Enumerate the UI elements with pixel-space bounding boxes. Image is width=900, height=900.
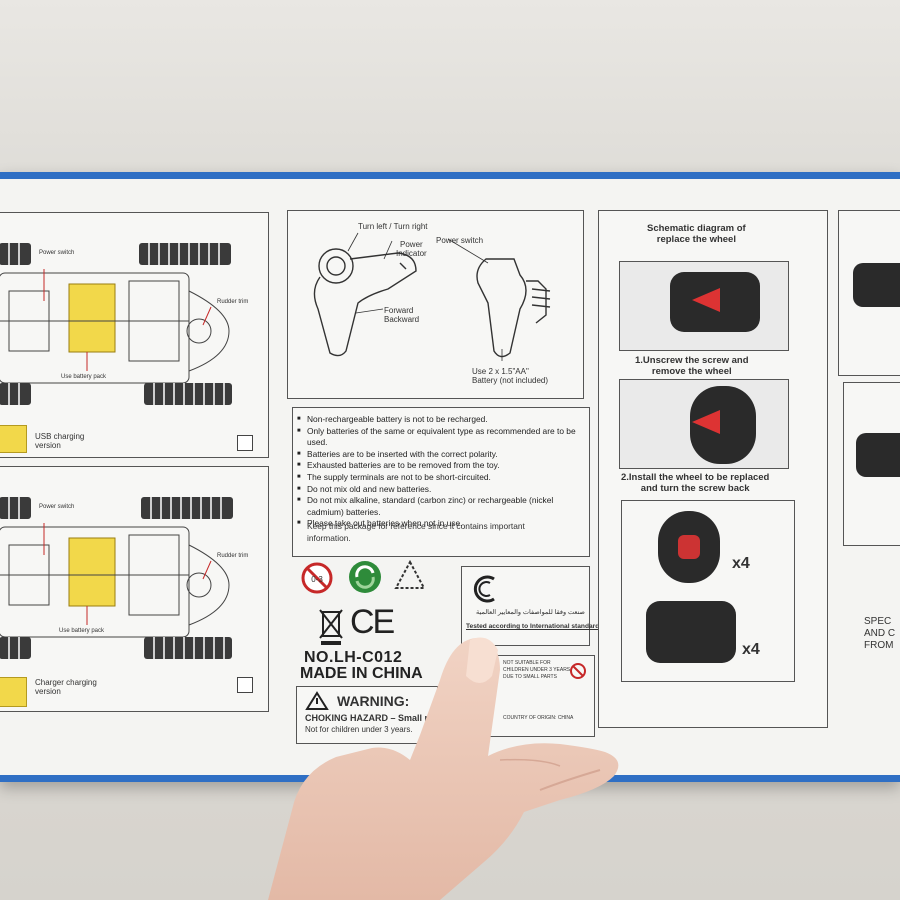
rc-car-chassis-drawing [0,497,233,659]
power-indicator-label: Power Indicator [396,240,427,259]
usb-version-checkbox [237,435,253,451]
charger-version-checkbox [237,677,253,693]
car-diagram-charger-panel: Power switch Rudder trim Use battery pac… [0,466,269,712]
right-partial-panel-top [838,210,900,376]
standards-badge: صنعت وفقا للمواصفات والمعايير العالمية T… [461,566,603,646]
track-wheel-image [853,263,900,307]
keep-package-note: Keep this package for reference since it… [307,521,525,543]
standards-arabic-text: صنعت وفقا للمواصفات والمعايير العالمية [476,609,585,616]
weee-bin-icon [319,609,343,645]
turn-label: Turn left / Turn right [358,222,428,231]
warning-line: Not for children under 3 years. [305,725,413,734]
notice-line: DUE TO SMALL PARTS [503,674,557,680]
power-switch-label: Power switch [39,250,75,256]
usb-battery-illustration [0,425,27,453]
recycle-icon [394,559,426,589]
track-wheel-image [856,433,900,477]
warning-item: Do not mix alkaline, standard (carbon zi… [297,495,583,518]
rc-car-chassis-drawing [0,243,232,405]
tested-standards-text: Tested according to International standa… [466,623,603,630]
spec-partial-text: SPEC AND C FROM [864,616,896,651]
warning-item: Exhausted batteries are to be removed fr… [297,460,583,472]
age-restriction-icon: 0-3 [301,562,333,594]
tire-quantity: x4 [732,555,750,572]
battery-pack-label: Use battery pack [59,628,105,634]
remote-controller-drawing [313,232,551,361]
battery-pack-label: Use battery pack [61,374,107,380]
age-label: 0-3 [311,575,323,584]
notice-line: NOT SUITABLE FOR [503,660,551,666]
battery-requirement-label: Use 2 x 1.5"AA" Battery (not included) [472,367,549,386]
warning-item: Please take out batteries when not in us… [297,518,583,530]
usb-charging-version-label: USB charging version [35,432,85,451]
step-two-text: 2.Install the wheel to be replaced and t… [621,472,770,494]
warning-item: Non-rechargeable battery is not to be re… [297,414,583,426]
small-parts-notice: NOT SUITABLE FOR CHILDREN UNDER 3 YEARS … [458,655,595,737]
rudder-trim-label: Rudder trim [217,553,249,559]
product-box: Power switch Rudder trim Use battery pac… [0,172,900,782]
power-switch-label: Power switch [39,504,75,510]
wheel-removal-illustration [619,379,789,469]
track-wheel-image [646,601,736,663]
warning-triangle-icon [305,691,329,710]
remote-controller-panel: Turn left / Turn right Power Indicator P… [287,210,584,399]
right-partial-panel-mid [843,382,900,546]
choking-hazard-warning: WARNING: CHOKING HAZARD – Small parts. N… [296,686,449,744]
warning-item: The supply terminals are not to be short… [297,472,583,484]
rudder-trim-label: Rudder trim [217,299,249,305]
country-of-origin: COUNTRY OF ORIGIN: CHINA [503,715,574,721]
red-arrow-icon [692,410,720,434]
no-children-icon [570,663,586,679]
warning-line: CHOKING HAZARD – Small parts. [305,713,450,723]
wall-background [0,0,900,175]
track-removal-illustration [619,261,789,351]
standards-logo-icon [473,575,495,603]
step-one-text: 1.Unscrew the screw and remove the wheel [635,355,749,377]
replacement-parts-illustration: x4 x4 [621,500,795,682]
battery-warnings-panel: Non-rechargeable battery is not to be re… [292,407,590,557]
red-arrow-icon [692,288,720,312]
wheel-hub-image [678,535,700,559]
warnings-list: Non-rechargeable battery is not to be re… [297,414,583,530]
wheel-panel-title: Schematic diagram of replace the wheel [647,223,746,245]
warning-item: Batteries are to be inserted with the co… [297,449,583,461]
warning-title: WARNING: [337,693,410,709]
warning-item: Only batteries of the same or equivalent… [297,426,583,449]
charger-battery-illustration [0,677,27,707]
power-switch-label: Power switch [436,236,484,245]
car-diagram-usb-panel: Power switch Rudder trim Use battery pac… [0,212,269,458]
notice-line: CHILDREN UNDER 3 YEARS [503,667,571,673]
made-in-label: MADE IN CHINA [300,665,423,682]
track-quantity: x4 [742,641,760,658]
green-dot-recycling-icon [349,561,381,593]
wheel-replacement-panel: Schematic diagram of replace the wheel 1… [598,210,828,728]
ce-mark-icon: CE [350,603,395,641]
warning-item: Do not mix old and new batteries. [297,484,583,496]
charger-charging-version-label: Charger charging version [35,678,97,697]
forward-backward-label: Forward Backward [384,306,420,325]
